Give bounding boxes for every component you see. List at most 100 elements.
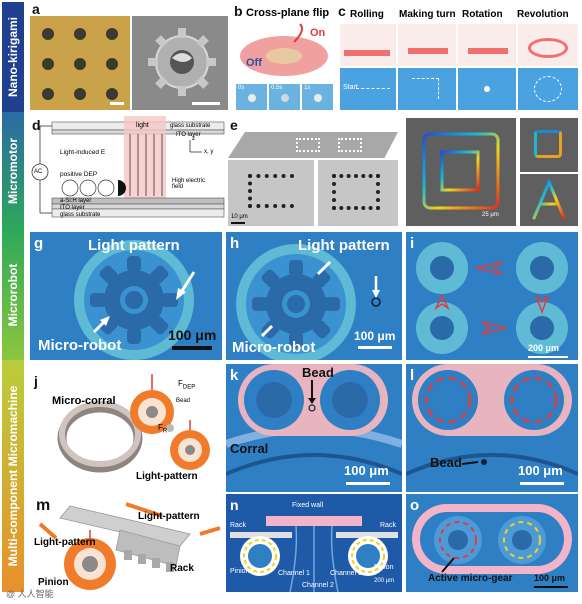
scale-bar [192,102,220,105]
trajectory [356,88,390,90]
sidebar-label: Multi-component Micromachine [6,385,20,567]
label-ac: AC [34,169,43,175]
panel-c-schematic-turn [398,24,456,66]
panel-c-image-turn [398,68,456,110]
panel-label-e: e [230,117,238,133]
light-pattern-strip [408,48,448,54]
label-ito-layer-top: ITO layer [176,132,201,138]
microrobot-image-g [74,240,196,360]
label-pinion: Pinion [38,577,69,588]
scale-bar [110,102,124,105]
microrobot-image-h [236,244,381,360]
motor-array-left [296,138,320,152]
frame-particle [248,94,256,102]
label-ito-layer-bottom: ITO layer [60,205,85,211]
scale-bar [528,356,568,358]
panel-e-image-left: 10 μm [228,160,314,226]
panel-label-n: n [230,497,239,513]
micromachine-image-l [406,364,578,476]
panel-d-schematic: light glass substrate ITO layer Light-in… [30,116,226,228]
square-trajectory [534,130,562,158]
motion-label-rolling: Rolling [350,9,384,20]
label-light-pattern-top: Light-pattern [138,511,200,522]
panel-b-title: Cross-plane flip [246,7,330,19]
panel-o-active-gear: Active micro-gear 100 μm [406,494,578,592]
panel-b-schematic [234,22,334,82]
motion-label-revolution: Revolution [517,9,569,20]
label-light: light [136,122,149,129]
label-bead: Bead [430,455,462,470]
particle [484,86,490,92]
sidebar-label: Microrobot [6,263,20,327]
scale-label: 100 μm [534,573,566,583]
gear-sem-image [132,16,228,110]
motion-label-rotation: Rotation [462,9,503,20]
motor-array-right [338,138,362,152]
oet-device-schematic [31,116,225,218]
frame-particle [314,94,322,102]
scale-label: 200 μm [528,343,560,353]
sidebar-label: Nano-kirigami [6,16,20,98]
scale-label: 100 μm [168,327,217,343]
panel-h-microrobot: Light pattern Micro-robot 100 μm [226,232,402,360]
label-positive-dep: positive DEP [60,171,98,178]
panel-label-g: g [34,235,44,252]
label-xy: x, y [204,149,214,155]
kirigami-array-image [42,28,118,100]
label-glass-substrate-top: glass substrate [170,123,211,129]
scale-label: 25 μm [482,212,499,218]
panel-c-schematic-revolution [518,24,578,66]
panel-f-square [520,118,578,172]
force-subscript: R [162,428,168,435]
light-pattern-strip [344,50,390,56]
label-micro-robot: Micro-robot [232,339,316,356]
label-rack-left: Rack [230,522,246,529]
panel-label-d: d [32,117,41,133]
scale-label: 200 μm [374,578,395,584]
motion-label-making-turn: Making turn [399,9,456,20]
label-on: On [310,27,326,39]
scale-bar [346,482,390,485]
microrobot-positions [416,242,568,354]
panel-label-k: k [230,367,239,384]
panel-e-schematic [228,132,398,158]
micromotor-path [248,174,294,208]
label-channel-3: Channel 3 [330,570,362,577]
panel-c-schematic-rolling [340,24,396,66]
panel-b-frame-1: 0s [236,84,267,110]
sidebar-microrobot: Microrobot [2,230,24,360]
label-fixed-wall: Fixed wall [292,502,324,509]
panel-f-trajectory: 25 μm [406,118,516,226]
trajectory-ring [534,76,562,102]
panel-i-microrobot-array: 200 μm [406,232,578,360]
flip-schematic [240,23,328,76]
panel-b-frame-3: 1s [302,84,333,110]
frame-time: 0.5s [271,85,283,91]
scale-label: 10 μm [231,214,248,220]
label-rack-right: Rack [380,522,396,529]
panel-c-schematic-rotation [458,24,516,66]
label-bead: Bead [302,365,334,380]
sidebar-label: Micromotor [6,138,20,204]
panel-m-schematic: Light-pattern Light-pattern Rack Pinion [30,494,222,594]
label-micro-corral: Micro-corral [52,395,116,407]
sidebar-multicomponent: Multi-component Micromachine [2,360,24,592]
sidebar-nano-kirigami: Nano-kirigami [2,2,24,112]
letter-trajectory [532,178,566,220]
scale-bar [520,482,564,485]
micromotor-path [332,174,380,210]
label-fdep: FDEP [178,379,195,391]
rack-pinion-schematic [38,502,221,590]
trajectory [412,78,439,99]
scale-bar [231,222,245,224]
panel-c-image-rotation [458,68,516,110]
sidebar-micromotor: Micromotor [2,112,24,230]
scale-bar [358,346,392,349]
panel-a-gold-array [30,16,130,110]
light-pattern-strip [468,48,508,54]
label-active-micro-gear: Active micro-gear [428,573,513,584]
watermark: @ 人人智能 [6,589,54,599]
light-pattern-ring [528,38,568,58]
label-bead: Bead [176,398,191,404]
label-light-pattern: Light pattern [298,237,390,254]
